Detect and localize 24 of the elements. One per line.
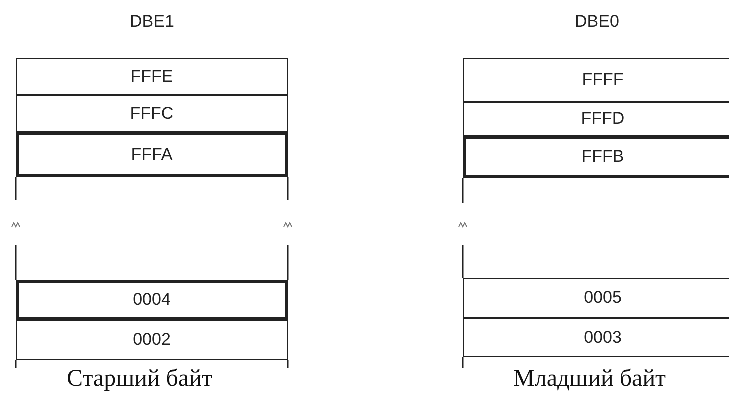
memory-cell (16, 132, 288, 177)
address-text: 0005 (584, 288, 622, 308)
memory-cell (463, 102, 729, 136)
memory-cell (463, 318, 729, 357)
memory-cell (16, 58, 288, 95)
address-text: FFFF (582, 70, 624, 90)
memory-cell (463, 58, 729, 102)
memory-cell (16, 280, 288, 320)
address-text: FFFA (131, 144, 173, 164)
column-caption: Младший байт (514, 366, 666, 393)
memory-cell (16, 95, 288, 132)
address-text: FFFC (130, 104, 174, 124)
address-text: 0004 (133, 290, 171, 310)
address-text: FFFE (130, 66, 174, 86)
memory-cell (463, 278, 729, 318)
memory-cell (463, 136, 729, 178)
column-caption: Старший байт (67, 366, 212, 393)
column-heading: DBE1 (130, 12, 174, 32)
address-text: FFFD (581, 109, 625, 129)
address-text: 0002 (133, 330, 171, 350)
column-heading: DBE0 (575, 12, 620, 32)
memory-cell (16, 320, 288, 360)
address-text: FFFB (582, 147, 624, 167)
address-text: 0003 (584, 328, 622, 348)
